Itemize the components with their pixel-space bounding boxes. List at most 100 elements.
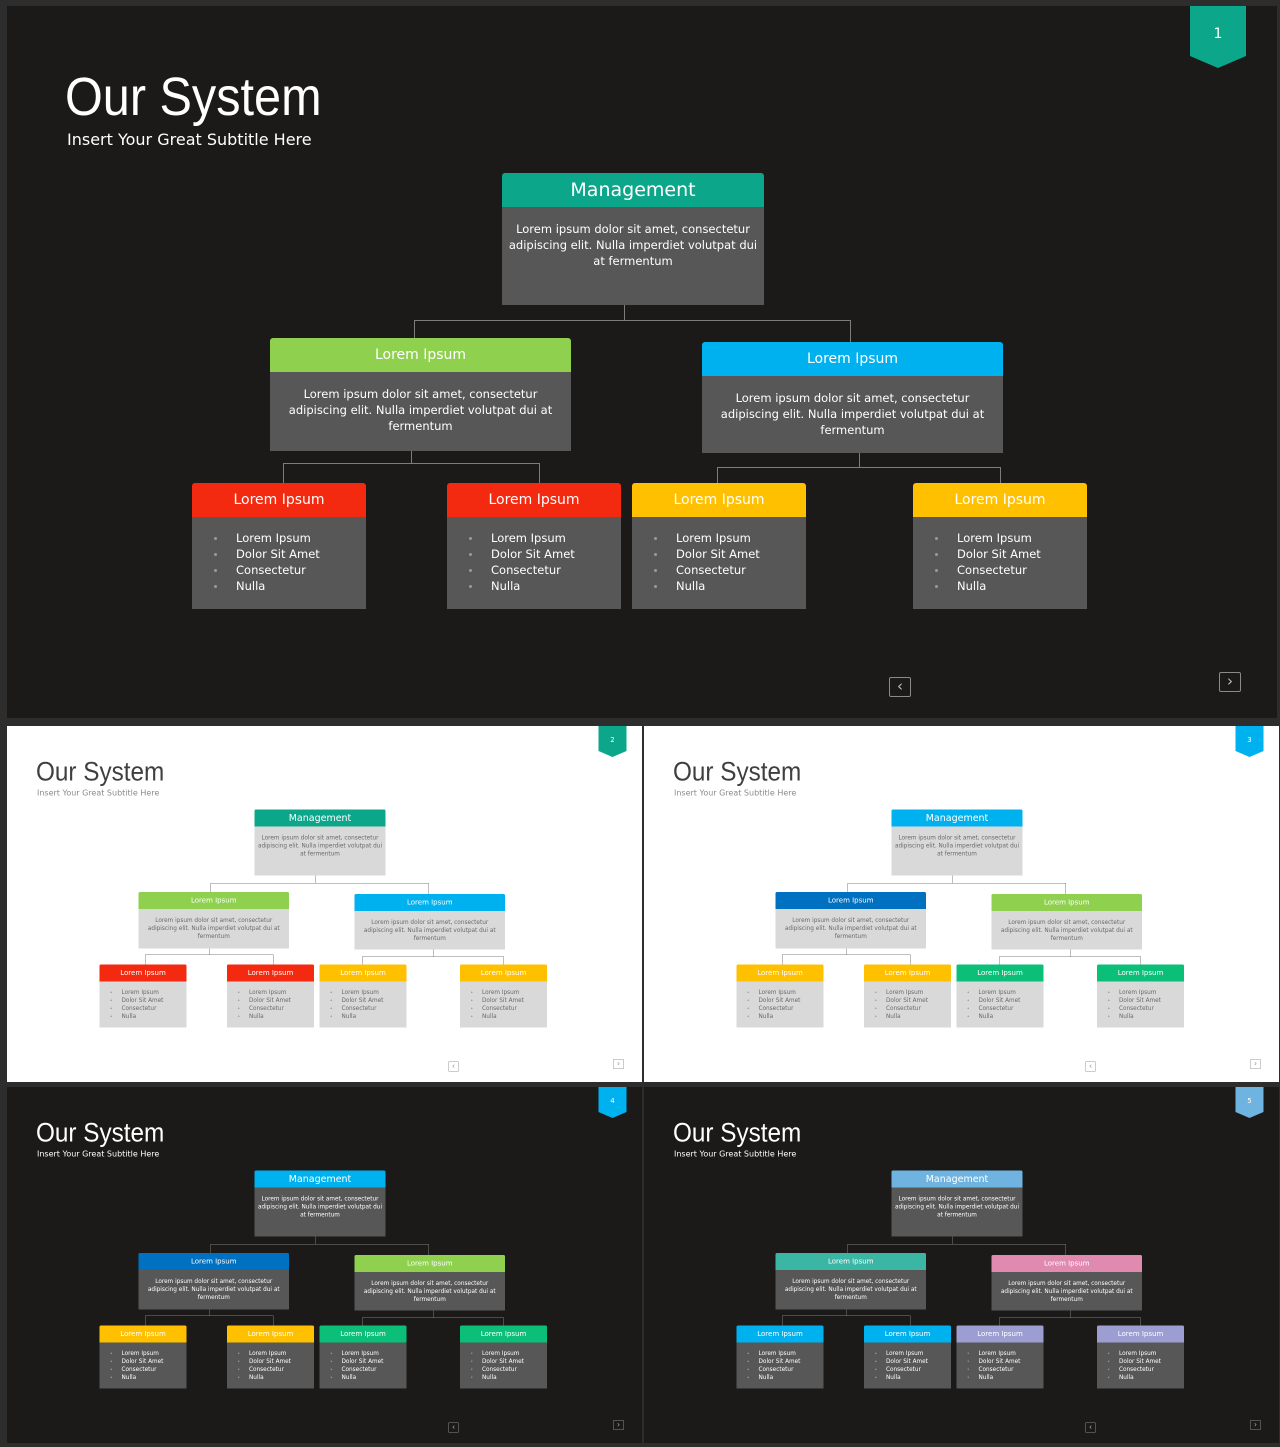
slide-title: Our System	[673, 1117, 802, 1148]
bullet-item: Nulla	[237, 1012, 291, 1020]
bullet-item: Nulla	[470, 1373, 524, 1381]
slide-number-badge: 1	[1190, 6, 1246, 68]
connector-line	[782, 1315, 911, 1316]
bullet-item: Nulla	[110, 1373, 164, 1381]
connector-line	[782, 954, 783, 965]
bullet-item: Nulla	[330, 1373, 384, 1381]
lorem-ipsum-box-left-header: Lorem Ipsum	[270, 338, 571, 372]
connector-line	[315, 875, 316, 884]
lorem-ipsum-leaf-box-4-header: Lorem Ipsum	[460, 1325, 547, 1343]
connector-line	[283, 463, 540, 464]
slide-number: 2	[610, 736, 615, 744]
chevron-right-icon[interactable]: ›	[1250, 1059, 1261, 1069]
slide-subtitle: Insert Your Great Subtitle Here	[37, 788, 160, 798]
chevron-left-icon[interactable]: ‹	[889, 677, 911, 697]
connector-line	[414, 320, 851, 321]
bullet-item: Dolor Sit Amet	[212, 546, 320, 562]
chevron-right-icon[interactable]: ›	[613, 1059, 624, 1069]
management-box-description: Lorem ipsum dolor sit amet, consectetur …	[894, 834, 1020, 857]
connector-line	[1065, 1244, 1066, 1255]
lorem-ipsum-box-right-description: Lorem ipsum dolor sit amet, consectetur …	[363, 918, 496, 942]
management-box-description: Lorem ipsum dolor sit amet, consectetur …	[894, 1195, 1020, 1218]
bullet-item: Nulla	[237, 1373, 291, 1381]
bullet-item: Consectetur	[652, 562, 760, 578]
connector-line	[717, 467, 718, 483]
chevron-left-icon[interactable]: ‹	[448, 1061, 459, 1072]
chevron-right-icon[interactable]: ›	[1219, 672, 1241, 692]
chevron-left-icon[interactable]: ‹	[1085, 1061, 1096, 1072]
chevron-left-icon[interactable]: ‹	[1085, 1422, 1096, 1433]
connector-line	[999, 1317, 1000, 1326]
connector-line	[145, 954, 146, 965]
slide-title: Our System	[65, 67, 322, 127]
management-box-description: Lorem ipsum dolor sit amet, consectetur …	[508, 222, 758, 268]
bullet-item: Lorem Ipsum	[330, 1349, 384, 1357]
connector-line	[362, 956, 504, 957]
connector-line	[952, 875, 953, 884]
bullet-item: Dolor Sit Amet	[1107, 1357, 1161, 1365]
lorem-ipsum-box-right-body: Lorem ipsum dolor sit amet, consectetur …	[702, 376, 1003, 453]
lorem-ipsum-box-left-header: Lorem Ipsum	[138, 1253, 289, 1270]
bullet-item: Consectetur	[467, 562, 575, 578]
bullet-item: Consectetur	[1107, 1365, 1161, 1373]
connector-line	[210, 883, 211, 892]
lorem-ipsum-box-left-description: Lorem ipsum dolor sit amet, consectetur …	[784, 916, 917, 940]
bullet-item: Consectetur	[330, 1004, 384, 1012]
bullet-item: Dolor Sit Amet	[110, 996, 163, 1004]
lorem-ipsum-box-right-body: Lorem ipsum dolor sit amet, consectetur …	[354, 911, 505, 950]
lorem-ipsum-box-left-body: Lorem ipsum dolor sit amet, consectetur …	[138, 1270, 289, 1310]
lorem-ipsum-leaf-box-4-header: Lorem Ipsum	[1097, 1325, 1184, 1343]
connector-line	[999, 956, 1000, 965]
connector-line	[428, 1244, 429, 1255]
connector-line	[209, 1309, 210, 1316]
bullet-item: Consectetur	[110, 1365, 164, 1373]
bullet-item: Nulla	[330, 1012, 384, 1020]
connector-line	[999, 1317, 1141, 1318]
lorem-ipsum-leaf-box-2-header: Lorem Ipsum	[447, 483, 621, 517]
chevron-right-icon[interactable]: ›	[613, 1420, 624, 1430]
management-box-header: Management	[254, 809, 386, 827]
lorem-ipsum-leaf-box-1-header: Lorem Ipsum	[736, 1325, 824, 1343]
connector-line	[273, 1315, 274, 1326]
bullet-item: Lorem Ipsum	[933, 530, 1041, 546]
slide-subtitle: Insert Your Great Subtitle Here	[67, 130, 312, 149]
slide-number: 4	[610, 1097, 615, 1105]
chevron-left-icon[interactable]: ‹	[448, 1422, 459, 1433]
lorem-ipsum-leaf-box-1-header: Lorem Ipsum	[192, 483, 366, 517]
management-box-body: Lorem ipsum dolor sit amet, consectetur …	[891, 1187, 1023, 1237]
connector-line	[362, 1317, 363, 1326]
lorem-ipsum-leaf-box-4-header: Lorem Ipsum	[913, 483, 1087, 517]
bullet-item: Dolor Sit Amet	[330, 1357, 383, 1365]
slide-number: 1	[1213, 26, 1223, 42]
chevron-right-icon[interactable]: ›	[1250, 1420, 1261, 1430]
connector-line	[145, 954, 274, 955]
